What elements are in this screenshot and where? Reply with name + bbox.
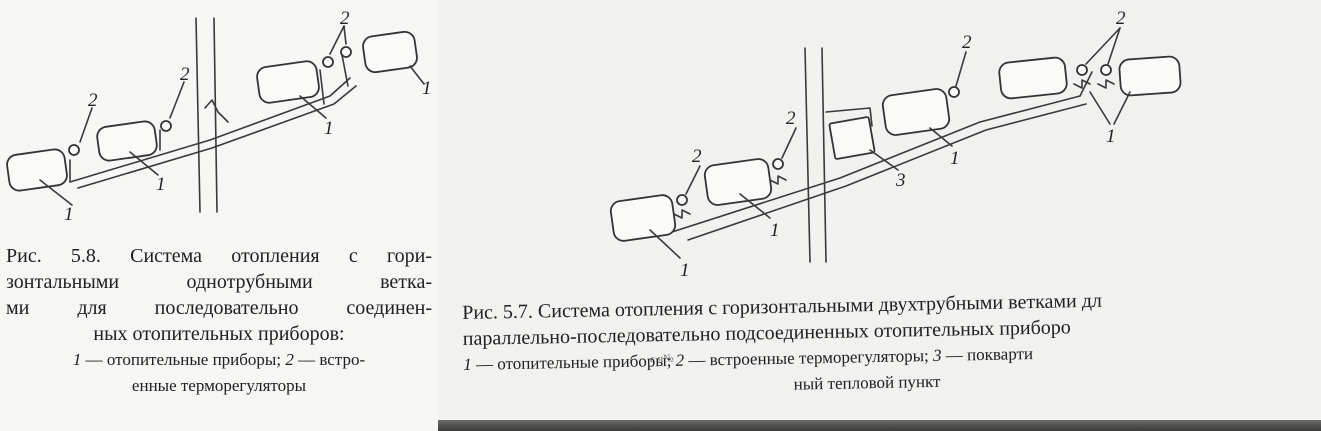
leader-line: [329, 25, 345, 55]
leader-line: [955, 51, 967, 87]
label-1: 1: [950, 148, 960, 169]
leader-line: [781, 127, 797, 159]
legend-text: — отопительные приборы;: [471, 350, 676, 374]
radiator: [1118, 55, 1182, 97]
valve-icon: [1073, 79, 1091, 89]
leader-line: [343, 25, 347, 45]
radiator: [609, 194, 677, 242]
valve-icon: [769, 175, 787, 185]
radiator: [96, 120, 158, 162]
thermoregulator-icon: [948, 86, 960, 98]
leader-line: [169, 81, 185, 119]
radiator: [998, 56, 1068, 100]
thermoregulator-icon: [676, 194, 688, 206]
legend-text: — встроенные терморегуляторы;: [683, 345, 934, 370]
figure-5-8-caption: Рис. 5.8. Система отопления с гори- зонт…: [6, 243, 432, 399]
legend-number: 2: [675, 350, 685, 370]
apartment-heat-point: [828, 116, 876, 160]
connection: [1079, 71, 1093, 97]
thermoregulator-icon: [68, 144, 80, 156]
label-1: 1: [422, 78, 432, 99]
label-2: 2: [692, 146, 702, 167]
legend-text: — покварти: [941, 344, 1034, 365]
figure-5-7-caption: Рис. 5.7. Система отопления с горизонтал…: [462, 283, 1321, 404]
label-1: 1: [680, 260, 690, 281]
thermoregulator-icon: [772, 158, 784, 170]
label-2: 2: [88, 90, 98, 111]
label-3: 3: [895, 170, 906, 191]
label-2: 2: [340, 8, 350, 29]
return-pipe: [687, 103, 1087, 241]
thermoregulator-icon: [1100, 64, 1112, 76]
legend-text: — отопительные приборы;: [81, 350, 286, 369]
leader-line: [129, 151, 159, 176]
legend-text: — встро-: [293, 350, 366, 369]
supply-pipe: [671, 95, 1081, 233]
leader-line: [869, 149, 899, 171]
connection: [341, 54, 349, 87]
left-page: [0, 0, 438, 431]
leader-line: [929, 127, 953, 147]
figure-5-8-diagram: 1 1 1 1 2 2 2: [6, 8, 432, 225]
riser-line-right: [213, 17, 218, 213]
leader-line: [1089, 91, 1111, 125]
figure-5-7-diagram: 1 1 1 1 2 2 2 2 3: [609, 8, 1182, 281]
leader-line: [299, 95, 327, 119]
label-2: 2: [1116, 8, 1126, 29]
leader-line: [685, 165, 701, 195]
label-2: 2: [180, 64, 190, 85]
thermoregulator-icon: [160, 120, 172, 132]
leader-line: [649, 229, 681, 259]
return-pipe: [77, 85, 357, 189]
caption-line: зонтальными однотрубными ветка-: [6, 271, 432, 293]
label-1: 1: [156, 174, 166, 195]
legend-number: 2: [285, 350, 294, 369]
leader-line: [1113, 91, 1131, 125]
leader-line: [1107, 27, 1121, 65]
thermoregulator-icon: [322, 56, 334, 68]
thermoregulator-icon: [1076, 64, 1088, 76]
page-edge-shadow: [438, 420, 1321, 431]
radiator: [881, 88, 951, 136]
label-2: 2: [962, 32, 972, 53]
label-1: 1: [1106, 126, 1116, 147]
leader-line: [409, 65, 425, 85]
label-1: 1: [64, 204, 74, 225]
leader-line: [79, 107, 93, 143]
caption-line: Рис. 5.8. Система отопления с гори-: [6, 245, 432, 267]
figure-legend: 1 — отопительные приборы; 2 — встро-: [6, 347, 432, 373]
label-2: 2: [786, 108, 796, 129]
valve-icon: [673, 209, 691, 219]
label-1: 1: [770, 220, 780, 241]
valve-icon: [1097, 79, 1115, 89]
riser-line-left: [804, 47, 811, 263]
riser-line-right: [821, 47, 827, 263]
leader-line: [39, 179, 73, 206]
riser-line-left: [195, 17, 201, 213]
connection: [319, 69, 325, 105]
legend-number: 1: [463, 354, 472, 374]
radiator: [256, 60, 320, 104]
legend-number: 1: [72, 350, 82, 369]
unit-connection: [825, 107, 873, 127]
radiator: [6, 148, 68, 192]
caption-line: ми для последовательно соединен-: [6, 297, 432, 319]
radiator: [362, 30, 418, 74]
label-1: 1: [324, 118, 334, 139]
thermoregulator-icon: [340, 46, 352, 58]
legend-text: енные терморегуляторы: [131, 376, 307, 395]
riser-connection: [204, 99, 229, 123]
caption-line: ных отопительных приборов:: [93, 323, 345, 345]
leader-line: [1085, 27, 1121, 65]
leader-line: [739, 193, 771, 219]
radiator: [703, 158, 773, 206]
